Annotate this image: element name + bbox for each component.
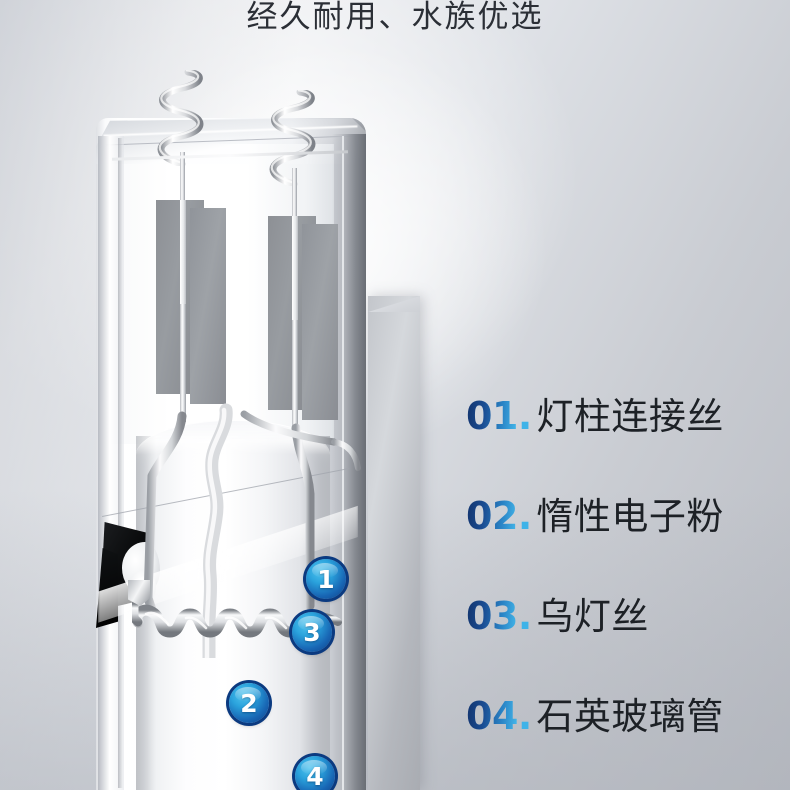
legend-item-02-label: 惰性电子粉 <box>536 495 724 538</box>
legend-item-03-dot: . <box>517 594 533 638</box>
legend-item-02[interactable]: 02 . 惰性电子粉 <box>466 486 776 586</box>
legend-item-04[interactable]: 04 . 石英玻璃管 <box>466 686 776 786</box>
callout-marker-3[interactable]: 3 <box>292 612 332 652</box>
lamp-post-connection-wires <box>143 403 361 658</box>
legend-item-02-dot: . <box>517 494 533 538</box>
top-coil-spring-right <box>260 90 320 186</box>
lead-wire-right-lower <box>292 320 298 432</box>
electrode-plate-right-slot <box>292 216 298 320</box>
component-legend-list: 01 . 灯柱连接丝 02 . 惰性电子粉 03 . 乌灯丝 04 . 石英玻璃… <box>466 386 776 786</box>
rear-reflector-panel <box>368 296 420 790</box>
legend-item-03-label: 乌灯丝 <box>536 595 649 638</box>
uv-lamp-assembly: 1 2 3 4 <box>96 70 371 790</box>
legend-item-01-number: 01 <box>466 394 518 438</box>
callout-marker-3-label: 3 <box>303 617 321 647</box>
filament-left-clamp <box>128 580 150 606</box>
page-title: 经久耐用、水族优选 <box>246 0 544 35</box>
legend-item-03-number: 03 <box>466 594 518 638</box>
callout-marker-1[interactable]: 1 <box>306 559 346 599</box>
tube-right-edge-line <box>342 136 344 790</box>
tube-left-inner-edge <box>118 138 123 788</box>
legend-item-03[interactable]: 03 . 乌灯丝 <box>466 586 776 686</box>
callout-marker-2-label: 2 <box>240 688 258 718</box>
legend-item-02-number: 02 <box>466 494 518 538</box>
legend-item-01-dot: . <box>517 394 533 438</box>
callout-marker-4[interactable]: 4 <box>295 756 335 790</box>
callout-marker-4-label: 4 <box>306 761 324 790</box>
electrode-plate-right-back <box>302 224 338 420</box>
electrode-plate-left-slot <box>180 200 186 304</box>
legend-item-04-number: 04 <box>466 694 518 738</box>
legend-item-04-dot: . <box>517 694 533 738</box>
electrode-plate-left-back <box>190 208 226 404</box>
callout-marker-2[interactable]: 2 <box>229 683 269 723</box>
legend-item-04-label: 石英玻璃管 <box>536 695 724 738</box>
top-coil-spring-left <box>148 70 208 166</box>
legend-item-01[interactable]: 01 . 灯柱连接丝 <box>466 386 776 486</box>
callout-marker-1-label: 1 <box>317 564 335 594</box>
legend-item-01-label: 灯柱连接丝 <box>536 395 724 438</box>
lead-wire-left-lower <box>180 304 186 422</box>
